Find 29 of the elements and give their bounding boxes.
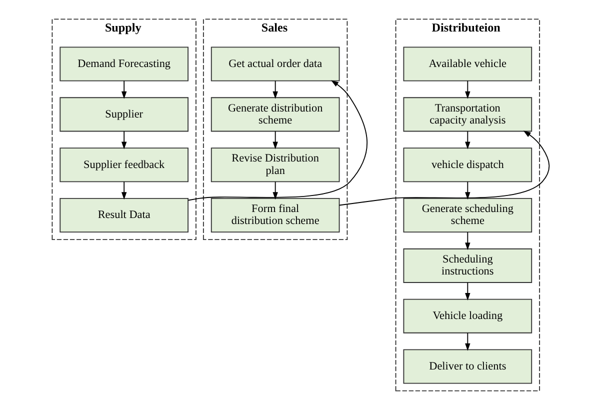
node-box: Result Data	[60, 198, 189, 233]
node-box: vehicle dispatch	[403, 148, 532, 182]
arrow	[465, 232, 470, 250]
arrow	[188, 80, 368, 201]
node-box: Available vehicle	[403, 46, 532, 82]
node-box: Generate distribution scheme	[210, 97, 340, 132]
arrow	[465, 80, 470, 99]
arrow	[121, 181, 127, 200]
node-box: Revise Distribution plan	[210, 148, 340, 182]
node-box: Get actual order data	[210, 46, 340, 82]
node-box: Scheduling instructions	[403, 248, 532, 283]
arrow	[338, 130, 550, 206]
node-box: Transportation capacity analysis	[403, 97, 532, 132]
node-box: Deliver to clients	[403, 349, 532, 384]
node-box: Generate scheduling scheme	[403, 198, 532, 233]
arrow	[272, 130, 278, 150]
arrow	[465, 130, 470, 150]
node-box: Form final distribution scheme	[210, 198, 340, 233]
arrow	[121, 80, 127, 99]
arrow	[121, 130, 127, 150]
node-box: Demand Forecasting	[60, 46, 189, 82]
arrow	[272, 181, 278, 200]
arrow	[465, 282, 470, 300]
node-box: Supplier feedback	[60, 148, 189, 182]
node-box: Supplier	[60, 97, 189, 132]
node-box: Vehicle loading	[403, 298, 532, 334]
arrow	[465, 332, 470, 351]
arrow	[465, 181, 470, 200]
arrow	[272, 80, 278, 99]
